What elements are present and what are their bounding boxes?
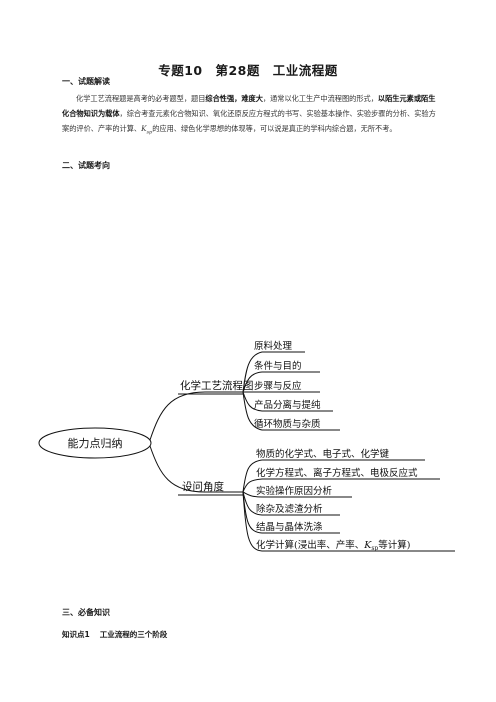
branch2-item: 实验操作原因分析 (256, 485, 333, 497)
title-question: 第28题 (215, 63, 260, 78)
knowledge-point-text: 工业流程的三个阶段 (99, 630, 168, 639)
emphasis-2: 以陌生元素或陌生化合物知识为载体 (62, 94, 436, 118)
knowledge-point-label: 知识点1 (62, 630, 90, 639)
mind-map: 能力点归纳 化学工艺流程图 设问角度 原料处理 条件与目的 步骤与反应 产品分离… (38, 340, 455, 552)
page-title: 专题10 第28题 工业流程题 (0, 60, 496, 79)
section-heading-3: 三、必备知识 (62, 608, 110, 617)
mind-map-center-label: 能力点归纳 (68, 436, 123, 450)
branch-label-questions: 设问角度 (182, 480, 224, 493)
branch2-item: 物质的化学式、电子式、化学键 (256, 448, 390, 460)
ksp-symbol: Ksp (141, 124, 153, 136)
mind-map-center-node (38, 427, 152, 459)
branch1-item: 条件与目的 (254, 360, 302, 372)
intro-paragraph: 化学工艺流程题是高考的必考题型，题目综合性强，难度大，通常以化工生产中流程图的形… (62, 94, 436, 136)
emphasis-1: 综合性强，难度大 (205, 94, 263, 103)
branch1-item: 产品分离与提纯 (254, 399, 321, 411)
section-heading-1: 一、试题解读 (62, 77, 110, 86)
title-type: 工业流程题 (272, 63, 338, 78)
branch1-item: 原料处理 (254, 340, 293, 352)
section-heading-2: 二、试题考向 (62, 161, 110, 170)
branch2-item: 除杂及滤渣分析 (256, 503, 323, 515)
title-topic: 专题10 (158, 63, 203, 78)
branch-label-process: 化学工艺流程图 (180, 379, 254, 392)
branch2-item-calculation: 化学计算(浸出率、产率、Ksp等计算) (256, 539, 410, 552)
branch2-item: 结晶与晶体洗涤 (256, 521, 323, 533)
branch1-item: 循环物质与杂质 (254, 418, 321, 430)
knowledge-point-1: 知识点1 工业流程的三个阶段 (62, 629, 167, 640)
branch2-item: 化学方程式、离子方程式、电极反应式 (256, 467, 418, 479)
branch1-item: 步骤与反应 (254, 380, 302, 392)
